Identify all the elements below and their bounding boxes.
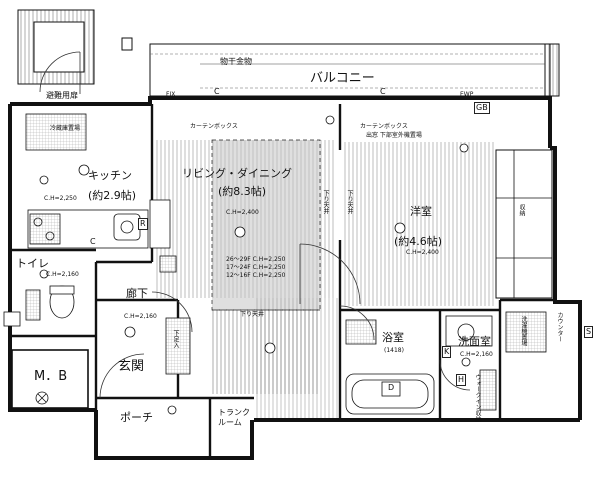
counter-note: カウンター — [556, 312, 563, 342]
ref-note: 冷蔵庫置場 — [50, 125, 81, 132]
doors — [151, 243, 471, 391]
drop-ceiling-lines — [211, 139, 321, 311]
electrical-symbols — [39, 115, 471, 415]
outer-walls — [8, 96, 582, 460]
western-label: 洋室 — [410, 205, 432, 218]
d-mark: D — [388, 383, 395, 392]
gb-label: GB — [474, 102, 490, 114]
outdoor-unit-note: 出窓 下部室外機置場 — [366, 132, 422, 139]
k-mark: K — [442, 346, 452, 358]
entrance-label: 玄関 — [118, 359, 145, 374]
c-mark-2: C — [380, 87, 386, 96]
kitchen-size: (約2.9帖) — [88, 189, 137, 202]
ldk-size: (約8.3帖) — [218, 185, 267, 198]
bath-size: (1418) — [384, 347, 404, 354]
western-size: (約4.6帖) — [394, 235, 443, 248]
c-mark-1: C — [214, 87, 220, 96]
trunk-room-label: トランク ルーム — [218, 408, 250, 427]
porch-label: ポーチ — [120, 411, 153, 424]
wash-fixtures — [445, 311, 547, 411]
ldk-ceiling: C.H=2,400 — [226, 209, 259, 216]
ldk-drop-ceiling-2: 下り天井 — [346, 190, 353, 214]
mb-label: M．B — [34, 369, 68, 384]
western-ceiling: C.H=2,400 — [406, 249, 439, 256]
balcony-area — [149, 43, 560, 97]
curtain-box-2: カーテンボックス — [360, 123, 408, 130]
fix-note: FIX — [166, 91, 176, 98]
bath-fixtures — [345, 319, 435, 415]
evac-door-area — [17, 9, 133, 94]
evac-door-label: 避難用扉 — [46, 91, 78, 100]
entrance-fixtures — [11, 317, 191, 409]
balcony-label: バルコニー — [310, 71, 375, 86]
toilet-fixtures — [3, 255, 177, 327]
western-floor — [344, 142, 553, 306]
storage-note: 収納 — [518, 204, 525, 216]
hall-ceiling: C.H=2,160 — [124, 313, 157, 320]
c-mark-3: C — [90, 237, 96, 246]
kitchen-ceiling: C.H=2,250 — [44, 195, 77, 202]
s-mark: S — [584, 326, 594, 338]
ldk-label: リビング・ダイニング — [182, 167, 292, 180]
ldk-drop-ceiling-1: 下り天井 — [322, 190, 329, 214]
wash-ceiling: C.H=2,160 — [460, 351, 493, 358]
ldk-drop-ceiling-3: 下り天井 — [240, 311, 265, 318]
kitchen-fixtures — [25, 113, 171, 249]
r-mark: R — [138, 218, 148, 230]
kitchen-label: キッチン — [88, 169, 132, 182]
washroom-label: 洗面室 — [458, 335, 491, 348]
toilet-ceiling: C.H=2,160 — [46, 271, 79, 278]
ldk-ceiling-levels: 26～29F C.H=2,250 17～24F C.H=2,250 12～16F… — [226, 256, 286, 279]
ldk-floor — [156, 140, 338, 418]
pipes-note: ウォークイン収納 — [474, 374, 481, 422]
washer-note: 洗濯機置場 — [520, 316, 527, 346]
hall-label: 廊下 — [126, 287, 148, 300]
shoes-note: 下足入 — [172, 330, 179, 348]
h-mark: H — [456, 374, 467, 386]
toilet-label: トイレ — [16, 257, 49, 270]
ewp-label: EWP — [460, 91, 474, 98]
curtain-box-1: カーテンボックス — [190, 123, 238, 130]
handrail-note: 物干金物 — [220, 57, 252, 66]
bath-label: 浴室 — [382, 331, 404, 344]
